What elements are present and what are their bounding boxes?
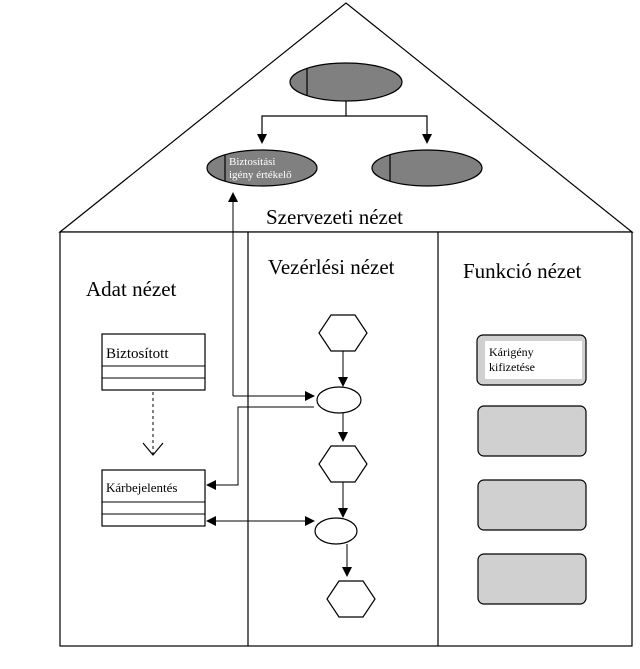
org-unit-label-line2: igény értékelő	[229, 169, 292, 181]
function-box-label-line2: kifizetése	[489, 360, 535, 374]
event-hexagon-3	[326, 580, 376, 618]
function-box-3	[477, 479, 587, 531]
class-claim-report-label: Kárbejelentés	[106, 480, 177, 495]
link-function-to-claim-report	[206, 406, 314, 490]
class-insured: Biztosított	[101, 333, 206, 391]
function-node-2	[314, 517, 358, 545]
function-box-2	[477, 405, 587, 457]
data-view-title: Adat nézet	[86, 277, 177, 301]
house-roof	[58, 2, 634, 233]
event-hexagon-2	[318, 445, 368, 483]
org-connector	[261, 101, 428, 140]
function-node-1	[316, 386, 362, 414]
function-view-title: Funkció nézet	[463, 259, 582, 283]
class-insured-label: Biztosított	[106, 346, 169, 362]
org-unit-label-line1: Biztosítási	[229, 156, 275, 168]
class-claim-report: Kárbejelentés	[101, 469, 206, 527]
org-unit-top	[289, 62, 403, 102]
control-view-title: Vezérlési nézet	[268, 255, 395, 279]
function-box-claim-payment: Kárigény kifizetése	[476, 334, 587, 386]
org-unit-right	[371, 149, 483, 187]
event-hexagon-1	[318, 314, 368, 352]
function-box-4	[477, 553, 587, 605]
org-view-title: Szervezeti nézet	[266, 205, 403, 229]
function-box-label-line1: Kárigény	[489, 345, 534, 359]
org-unit-claims-assessor: Biztosítási igény értékelő	[206, 149, 318, 187]
